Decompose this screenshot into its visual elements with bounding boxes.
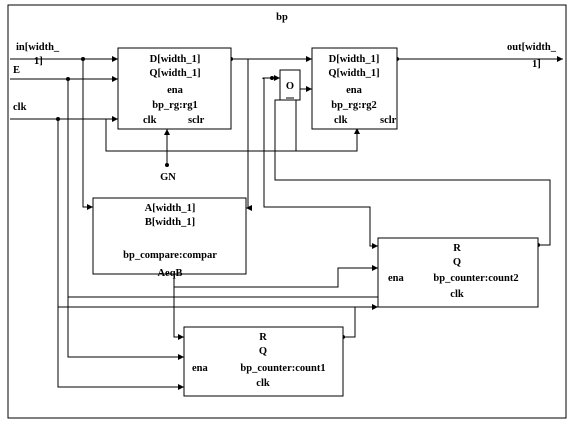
- port-in-label-1: in[width_: [16, 42, 60, 53]
- reg2-q-port: Q[width_1]: [328, 68, 379, 79]
- count1-q-port: Q: [259, 346, 267, 357]
- wires: [10, 58, 563, 388]
- count2-name: bp_counter:count2: [433, 273, 518, 284]
- reg2-sclr-port: sclr: [380, 115, 397, 126]
- or-gate-label: O: [286, 81, 294, 92]
- diagram-title: bp: [276, 12, 288, 23]
- compare-b-port: B[width_1]: [145, 217, 195, 228]
- ground-label: GN: [160, 172, 176, 183]
- block-or-gate[interactable]: O: [279, 69, 301, 101]
- port-in-label-2: 1]: [34, 56, 43, 67]
- reg1-name: bp_rg:rg1: [152, 100, 198, 111]
- compare-out-port: AeqB: [157, 268, 182, 279]
- port-e-label: E: [13, 65, 20, 76]
- compare-a-port: A[width_1]: [145, 203, 196, 214]
- reg1-q-port: Q[width_1]: [149, 68, 200, 79]
- reg1-ena-port: ena: [167, 85, 184, 96]
- port-clk-label: clk: [13, 102, 27, 113]
- reg1-clk-port: clk: [143, 115, 157, 126]
- count2-ena-port: ena: [388, 273, 405, 284]
- compare-name: bp_compare:compar: [123, 250, 217, 261]
- block-reg1[interactable]: D[width_1] Q[width_1] ena bp_rg:rg1 clk …: [117, 47, 232, 130]
- reg1-d-port: D[width_1]: [150, 54, 201, 65]
- block-count1[interactable]: R Q ena bp_counter:count1 clk: [183, 326, 344, 397]
- port-out-label-1: out[width_: [507, 42, 557, 53]
- count1-name: bp_counter:count1: [240, 363, 325, 374]
- reg2-name: bp_rg:rg2: [331, 100, 377, 111]
- port-out-label-2: 1]: [532, 59, 541, 70]
- count2-r-port: R: [453, 243, 461, 254]
- count1-ena-port: ena: [192, 363, 209, 374]
- reg1-sclr-port: sclr: [188, 115, 205, 126]
- block-reg2[interactable]: D[width_1] Q[width_1] ena bp_rg:rg2 clk …: [311, 47, 398, 130]
- reg2-clk-port: clk: [334, 115, 348, 126]
- block-count2[interactable]: R Q ena bp_counter:count2 clk: [377, 237, 539, 308]
- count1-r-port: R: [259, 332, 267, 343]
- reg2-d-port: D[width_1]: [329, 54, 380, 65]
- count2-clk-port: clk: [450, 289, 464, 300]
- reg2-ena-port: ena: [346, 85, 363, 96]
- arrowheads: [87, 56, 563, 390]
- block-compare[interactable]: A[width_1] B[width_1] bp_compare:compar …: [92, 197, 247, 279]
- count2-q-port: Q: [453, 257, 461, 268]
- count1-clk-port: clk: [256, 378, 270, 389]
